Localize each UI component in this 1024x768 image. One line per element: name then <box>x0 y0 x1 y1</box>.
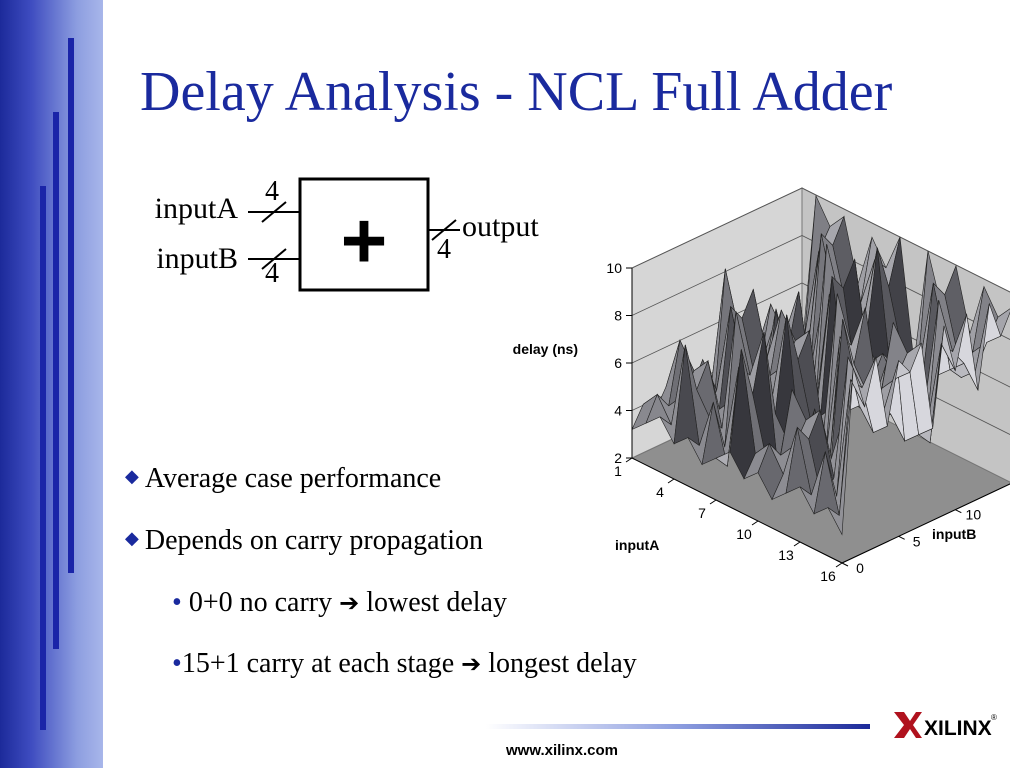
x-tick-label: 16 <box>820 568 836 584</box>
width-out-label: 4 <box>437 234 451 265</box>
z-axis-label: delay (ns) <box>513 341 578 357</box>
x-tick-label: 13 <box>778 547 794 563</box>
x-axis-tick <box>751 520 759 526</box>
y-axis-tick <box>898 535 905 540</box>
x-tick-label: 7 <box>698 505 706 521</box>
y-tick-label: 5 <box>913 533 921 549</box>
y-tick-label: 10 <box>966 507 982 523</box>
output-label: output <box>462 210 539 243</box>
delay-surface-chart: 246810147101316051015 delay (ns) inputA … <box>513 187 1010 584</box>
arrow-icon: ➔ <box>339 589 360 617</box>
y-axis-tick <box>841 562 849 567</box>
full-adder-diagram: inputA inputB 4 4 + 4 output <box>155 176 539 292</box>
width-b-label: 4 <box>265 258 279 289</box>
slide-title: Delay Analysis - NCL Full Adder <box>140 61 893 123</box>
xilinx-mark-icon <box>894 712 922 738</box>
footer-url: www.xilinx.com <box>506 742 618 759</box>
sub-bullet-item: •15+1 carry at each stage ➔ longest dela… <box>172 648 637 679</box>
dot-icon: • <box>172 648 182 679</box>
sub-bullet-item: • 0+0 no carry ➔ lowest delay <box>172 587 507 618</box>
sidebar-decoration <box>0 0 103 768</box>
footer-divider <box>486 724 870 729</box>
x-tick-label: 10 <box>736 526 752 542</box>
z-tick-label: 4 <box>614 403 622 419</box>
input-b-label: inputB <box>156 242 238 275</box>
xilinx-logo: XILINX ® <box>894 712 997 740</box>
x-axis-line <box>631 457 843 564</box>
y-axis-label: inputB <box>932 526 976 542</box>
x-tick-label: 1 <box>614 463 622 479</box>
y-axis-line <box>841 483 1010 564</box>
y-tick-label: 0 <box>856 560 864 576</box>
width-a-label: 4 <box>265 176 279 207</box>
bus-slash-a <box>261 201 287 223</box>
diamond-icon: ◆ <box>125 528 139 548</box>
adder-operator: + <box>341 196 388 285</box>
x-axis-tick <box>835 562 843 568</box>
x-tick-label: 4 <box>656 484 664 500</box>
x-axis-label: inputA <box>615 537 659 553</box>
diamond-icon: ◆ <box>125 466 139 486</box>
x-axis-tick <box>667 478 675 484</box>
z-tick-label: 10 <box>606 260 622 276</box>
logo-registered-mark: ® <box>991 713 997 722</box>
bus-slash-b <box>261 248 287 270</box>
sidebar-bar <box>40 186 46 730</box>
dot-icon: • <box>172 587 182 618</box>
sidebar-bar <box>68 38 74 573</box>
delay-surface <box>631 194 1010 536</box>
x-axis-tick <box>709 499 717 505</box>
bus-slash-out <box>431 219 457 241</box>
input-a-label: inputA <box>155 192 239 225</box>
arrow-icon: ➔ <box>461 650 482 678</box>
sidebar-bar <box>53 112 59 649</box>
chart-gridline <box>631 187 1010 293</box>
z-tick-label: 6 <box>614 355 622 371</box>
surface-patch <box>827 367 854 536</box>
z-tick-label: 8 <box>614 308 622 324</box>
x-axis-tick <box>625 457 633 463</box>
x-axis-tick <box>793 541 801 547</box>
adder-block <box>298 177 430 292</box>
bullet-item: ◆Depends on carry propagation <box>125 525 484 556</box>
z-tick-label: 2 <box>614 450 622 466</box>
logo-text: XILINX <box>924 717 992 740</box>
y-axis-tick <box>955 509 962 514</box>
bullet-item: ◆Average case performance <box>125 463 442 494</box>
chart-axes: 246810147101316051015 <box>606 260 1010 584</box>
